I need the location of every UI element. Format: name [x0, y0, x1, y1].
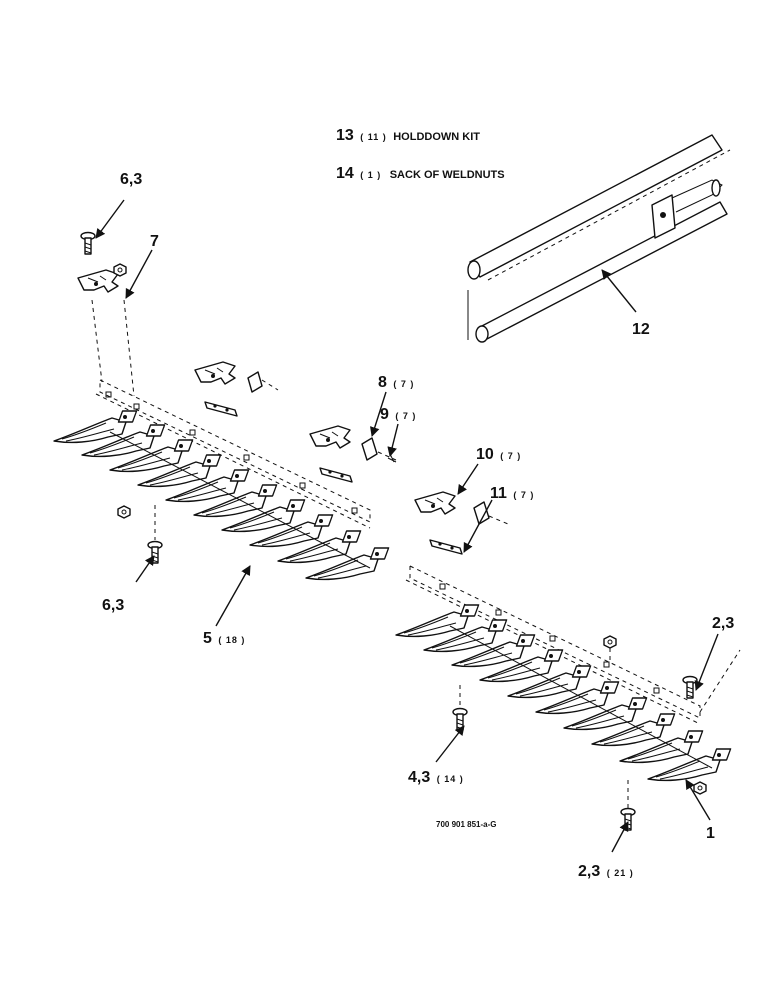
kit-line-2: 14 ( 1 ) SACK OF WELDNUTS [336, 165, 505, 182]
holddown-clips-left [77, 231, 397, 483]
callout-12: 12 [632, 321, 650, 338]
callout-8: 8 ( 7 ) [378, 374, 414, 391]
cutter-bar-right [395, 565, 741, 782]
cutter-bar-left [53, 379, 390, 581]
callout-5: 5 ( 18 ) [203, 630, 245, 647]
callout-11: 11 ( 7 ) [490, 485, 534, 502]
kit-line-1: 13 ( 11 ) HOLDDOWN KIT [336, 127, 480, 144]
callout-6-3-top: 6,3 [120, 171, 142, 188]
leader-arrows [95, 199, 719, 853]
fasteners-left [117, 505, 163, 564]
callout-4-3: 4,3 ( 14 ) [408, 769, 464, 786]
callout-1: 1 [706, 825, 715, 842]
drawing-code: 700 901 851-a-G [436, 820, 497, 829]
callout-2-3-bottom: 2,3 ( 21 ) [578, 863, 634, 880]
holddown-rod-assembly [467, 134, 731, 343]
callout-2-3-right: 2,3 [712, 615, 734, 632]
callout-10: 10 ( 7 ) [476, 446, 521, 463]
callout-9: 9 ( 7 ) [380, 406, 416, 423]
fasteners-right [452, 635, 707, 831]
callout-6-3-bottom: 6,3 [102, 597, 124, 614]
callout-7: 7 [150, 233, 159, 250]
holddown-clip-right [414, 491, 509, 555]
